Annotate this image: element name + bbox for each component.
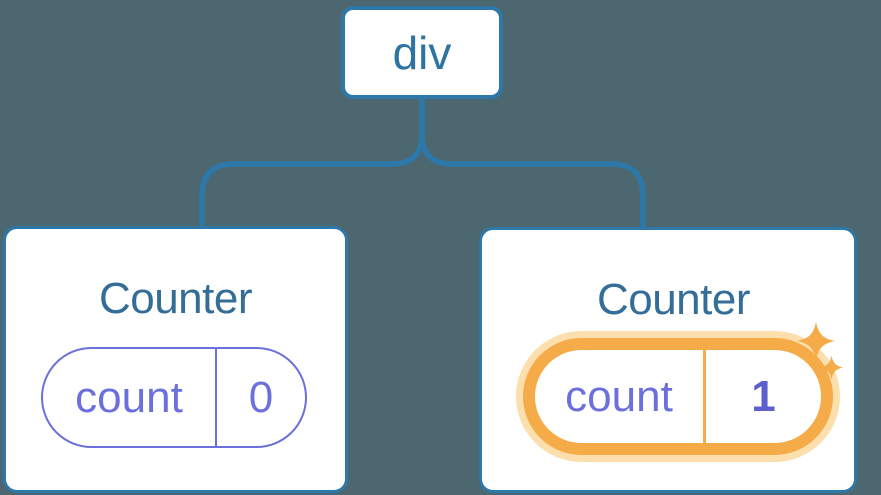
counter-left-title: Counter: [98, 274, 253, 323]
state-pill-left: count 0: [41, 347, 307, 448]
sparkle-icon: [819, 355, 844, 380]
root-node-div: div: [341, 6, 503, 99]
state-value: 0: [248, 372, 274, 422]
counter-card-right: Counter count 1: [479, 227, 857, 493]
state-pill-right-highlighted: count 1: [523, 338, 833, 455]
state-key-label: count: [43, 349, 217, 446]
counter-right-title: Counter: [596, 275, 751, 324]
state-value-updated: 1: [751, 371, 776, 421]
connector-right-branch: [419, 97, 646, 228]
counter-card-left: Counter count 0: [3, 226, 348, 493]
root-node-label: div: [392, 26, 452, 79]
sparkle-icon: [797, 322, 835, 360]
connector-left-branch: [199, 97, 425, 228]
state-key-label: count: [535, 350, 706, 443]
